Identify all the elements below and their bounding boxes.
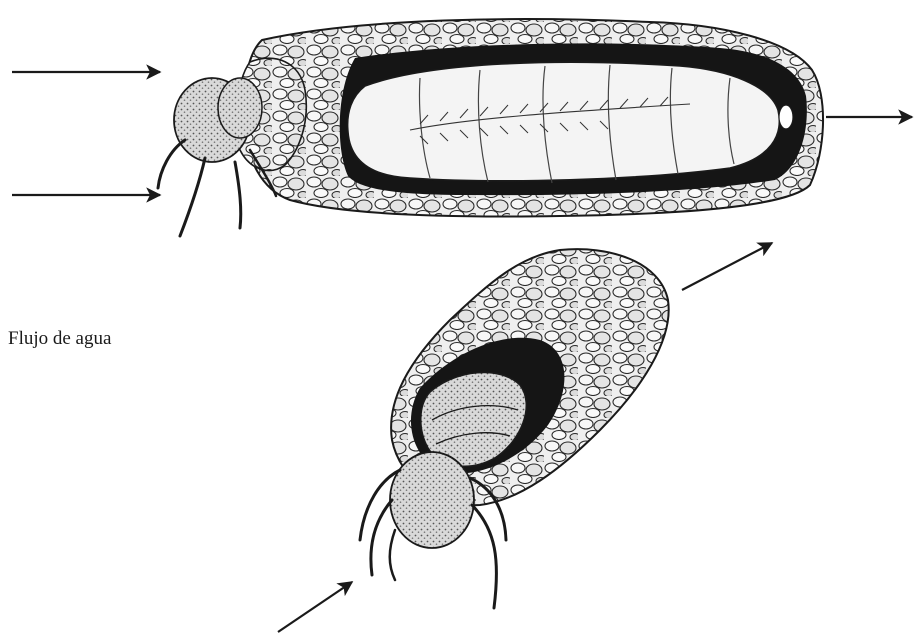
caddisfly-larva-in-case — [360, 249, 669, 608]
flow-arrow — [278, 582, 352, 632]
larva-body — [348, 62, 780, 183]
larva-head — [390, 452, 474, 548]
water-flow-label: Flujo de agua — [8, 328, 111, 350]
caddisfly-case-cross-section — [158, 19, 823, 236]
larva-head — [174, 58, 306, 170]
case-rear-opening — [779, 105, 793, 129]
flow-arrow — [682, 243, 772, 290]
